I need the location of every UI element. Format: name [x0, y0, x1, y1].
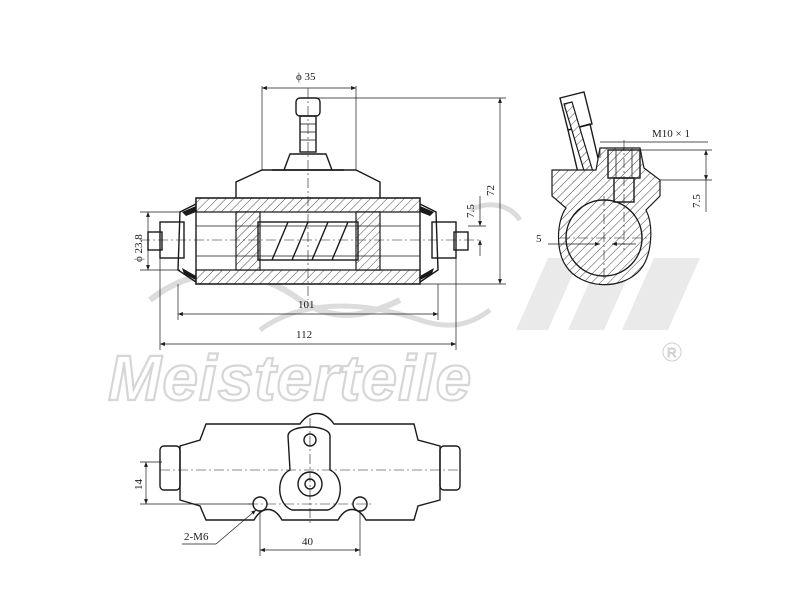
- upper-boss: [235, 169, 381, 198]
- dim-label-thread: M10 × 1: [652, 128, 690, 140]
- dim-label-step-side: 7.5: [691, 194, 703, 208]
- dim-label-width-bottom: 14: [133, 479, 145, 491]
- dim-label-offset-side: 5: [536, 233, 542, 245]
- dim-label-step-front: 7.5: [465, 204, 477, 218]
- dim-height-total: 72: [316, 97, 506, 285]
- dim-length-total: 112: [159, 250, 457, 350]
- front-section-view: ϕ 35 72 7.5 ϕ 23.8 101: [133, 71, 506, 350]
- dim-label-bore-diameter: ϕ 35: [296, 71, 316, 83]
- registered-letter: R: [667, 345, 676, 360]
- watermark-logo-swirl: [148, 202, 523, 333]
- dim-offset-side: 5: [536, 233, 636, 246]
- dim-length-inner: 101: [177, 284, 439, 320]
- dim-width-bottom: 14: [133, 461, 254, 505]
- dim-label-height-total: 72: [485, 185, 497, 196]
- dim-label-outer-diameter: ϕ 23.8: [133, 234, 145, 262]
- leader-bolt-thread: 2-M6: [182, 509, 257, 545]
- dim-outer-diameter: ϕ 23.8: [133, 211, 180, 271]
- bottom-body-outline: [179, 412, 441, 521]
- dim-label-bolt-spacing: 40: [302, 536, 314, 548]
- dim-label-length-inner: 101: [298, 299, 315, 311]
- dim-bolt-spacing: 40: [259, 510, 361, 556]
- dim-bore-diameter: ϕ 35: [261, 71, 357, 170]
- side-body: [551, 147, 661, 286]
- registered-mark: [662, 342, 682, 362]
- dim-step-front: 7.5: [465, 196, 486, 256]
- dust-boot-right: [419, 203, 469, 283]
- bottom-view: 14 40 2-M6: [133, 412, 461, 556]
- dim-label-length-total: 112: [296, 329, 312, 341]
- watermark-brand: Meisterteile: [108, 342, 472, 414]
- bottom-cap-right: [439, 445, 461, 491]
- bottom-cap-left: [159, 445, 181, 491]
- dim-step-side: 7.5: [640, 149, 712, 212]
- side-section-view: M10 × 1 7.5 5: [536, 91, 712, 286]
- dim-thread: M10 × 1: [599, 128, 708, 158]
- dim-label-bolt-thread: 2-M6: [184, 531, 209, 543]
